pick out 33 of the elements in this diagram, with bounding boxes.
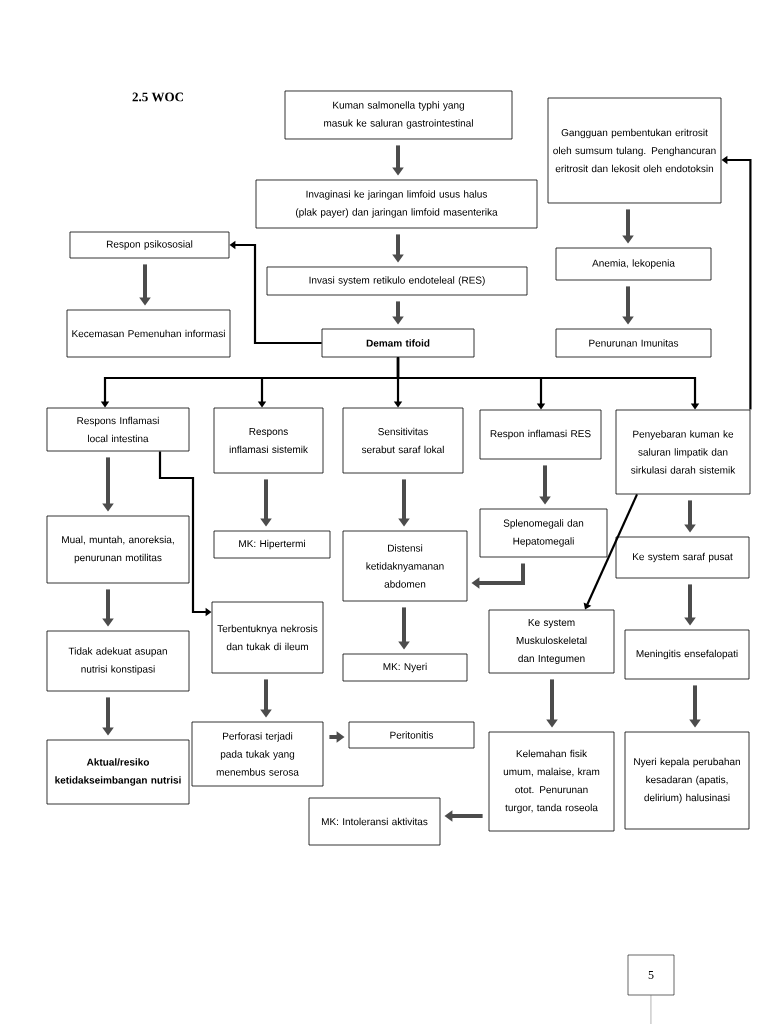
process-box: Aktual/resiko ketidakseimbangan nutrisi — [46, 739, 190, 805]
process-box: Peritonitis — [348, 721, 475, 749]
process-box: Invasi system retikulo endoteleal (RES) — [266, 266, 528, 296]
process-box: Anemia, lekopenia — [555, 247, 712, 281]
process-box: Perforasi terjadi pada tukak yang menembus serosa — [191, 721, 324, 787]
process-box: Kelemahan fisik umum, malaise, kram otot. Penurunan turgor, tanda roseola — [488, 731, 615, 832]
process-box: Nyeri kepala perubahan kesadaran (apatis, delirium) halusinasi — [624, 731, 750, 830]
process-box: Ke system saraf pusat — [615, 536, 750, 579]
arrow — [583, 493, 638, 610]
process-box: Ke system Muskuloskeletal dan Integumen — [488, 609, 615, 674]
page-number: 5 — [627, 954, 675, 996]
process-box: Mual, muntah, anoreksia, penurunan motilitas — [46, 515, 190, 584]
process-box: Splenomegali dan Hepatomegali — [479, 508, 608, 558]
process-box: Tidak adekuat asupan nutrisi konstipasi — [46, 630, 190, 692]
process-box: Kecemasan Pemenuhan informasi — [66, 309, 231, 358]
process-box: Invaginasi ke jaringan limfoid usus halus (plak payer) dan jaringan limfoid masenterika — [255, 179, 538, 229]
process-box: MK: Nyeri — [342, 653, 468, 682]
process-box: Penurunan Imunitas — [555, 328, 712, 358]
title: 2.5 WOC — [132, 92, 183, 102]
process-box: Demam tifoid — [321, 328, 475, 358]
process-box: MK: Intoleransi aktivitas — [308, 797, 441, 846]
process-box: Respons inflamasi sistemik — [213, 407, 324, 474]
process-box: Distensi ketidaknyamanan abdomen — [342, 530, 468, 602]
process-box: Sensitivitas serabut saraf lokal — [342, 407, 464, 474]
process-box: Respon psikososial — [69, 231, 230, 259]
process-box: Respon inflamasi RES — [479, 409, 602, 460]
process-box: Gangguan pembentukan eritrosit oleh sumsum tulang. Penghancuran eritrosit dan lekosit oleh endotoksin — [547, 97, 722, 204]
process-box: Respons Inflamasi local intestina — [46, 407, 190, 452]
process-box: Kuman salmonella typhi yang masuk ke saluran gastrointestinal — [284, 90, 513, 140]
process-box: Terbentuknya nekrosis dan tukak di ileum — [211, 601, 324, 674]
process-box: Meningitis ensefalopati — [624, 629, 750, 680]
process-box: MK: Hipertermi — [213, 530, 331, 559]
process-box: Penyebaran kuman ke saluran limpatik dan sirkulasi darah sistemik — [615, 409, 751, 495]
